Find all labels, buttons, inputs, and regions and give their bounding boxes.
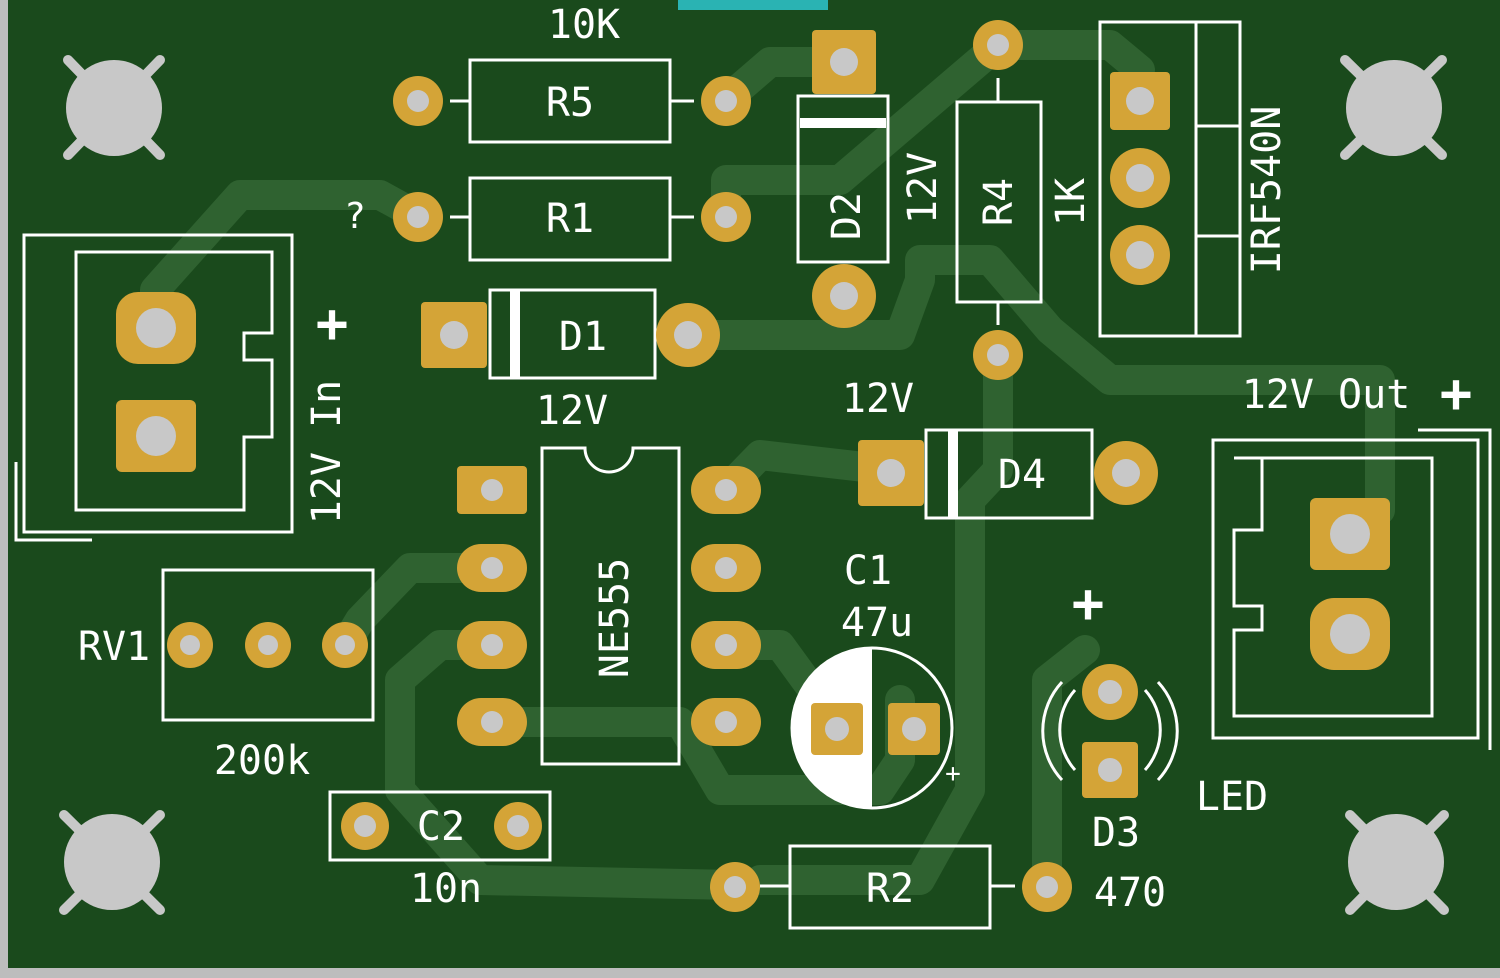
mounting-hole-icon xyxy=(59,810,165,915)
mounting-hole-icon xyxy=(63,55,165,160)
q1-value: IRF540N xyxy=(1244,106,1290,275)
mounting-hole-icon xyxy=(1345,810,1449,915)
d4-value: 12V xyxy=(842,376,914,422)
silkscreen-text: 10K R5 ? R1 D2 12V R4 1K IRF540N + 12V I… xyxy=(78,2,1472,916)
r1-value: ? xyxy=(344,196,366,237)
j2-label: 12V Out xyxy=(1242,372,1411,418)
pads xyxy=(116,20,1390,912)
j2-plus: + xyxy=(1440,362,1473,425)
c2-ref: C2 xyxy=(417,804,465,850)
j1-plus: + xyxy=(316,292,349,355)
r2-ref: R2 xyxy=(866,866,914,912)
c1-plus: + xyxy=(945,759,961,789)
d1-value: 12V xyxy=(536,388,608,434)
mounting-holes xyxy=(59,55,1449,915)
d3-ref: D3 xyxy=(1092,810,1140,856)
r4-ref: R4 xyxy=(976,178,1022,226)
c1-value: 47u xyxy=(841,600,913,646)
r5-value: 10K xyxy=(548,2,620,48)
mounting-hole-icon xyxy=(1340,55,1447,160)
r1-ref: R1 xyxy=(546,196,594,242)
u1-value: NE555 xyxy=(592,558,638,678)
d3-plus: + xyxy=(1072,572,1105,635)
r4-value: 1K xyxy=(1048,178,1094,226)
rv1-value: 200k xyxy=(214,738,310,784)
d2-ref: D2 xyxy=(824,192,870,240)
d2-value: 12V xyxy=(900,152,946,224)
c2-value: 10n xyxy=(410,866,482,912)
d3-label: LED xyxy=(1196,774,1268,820)
edge-accent xyxy=(678,0,828,10)
c1-ref: C1 xyxy=(844,548,892,594)
r2-value: 470 xyxy=(1094,870,1166,916)
r5-ref: R5 xyxy=(546,80,594,126)
rv1-ref: RV1 xyxy=(78,624,150,670)
j1-label: 12V In xyxy=(304,380,350,525)
d4-ref: D4 xyxy=(998,452,1046,498)
d1-ref: D1 xyxy=(559,314,607,360)
